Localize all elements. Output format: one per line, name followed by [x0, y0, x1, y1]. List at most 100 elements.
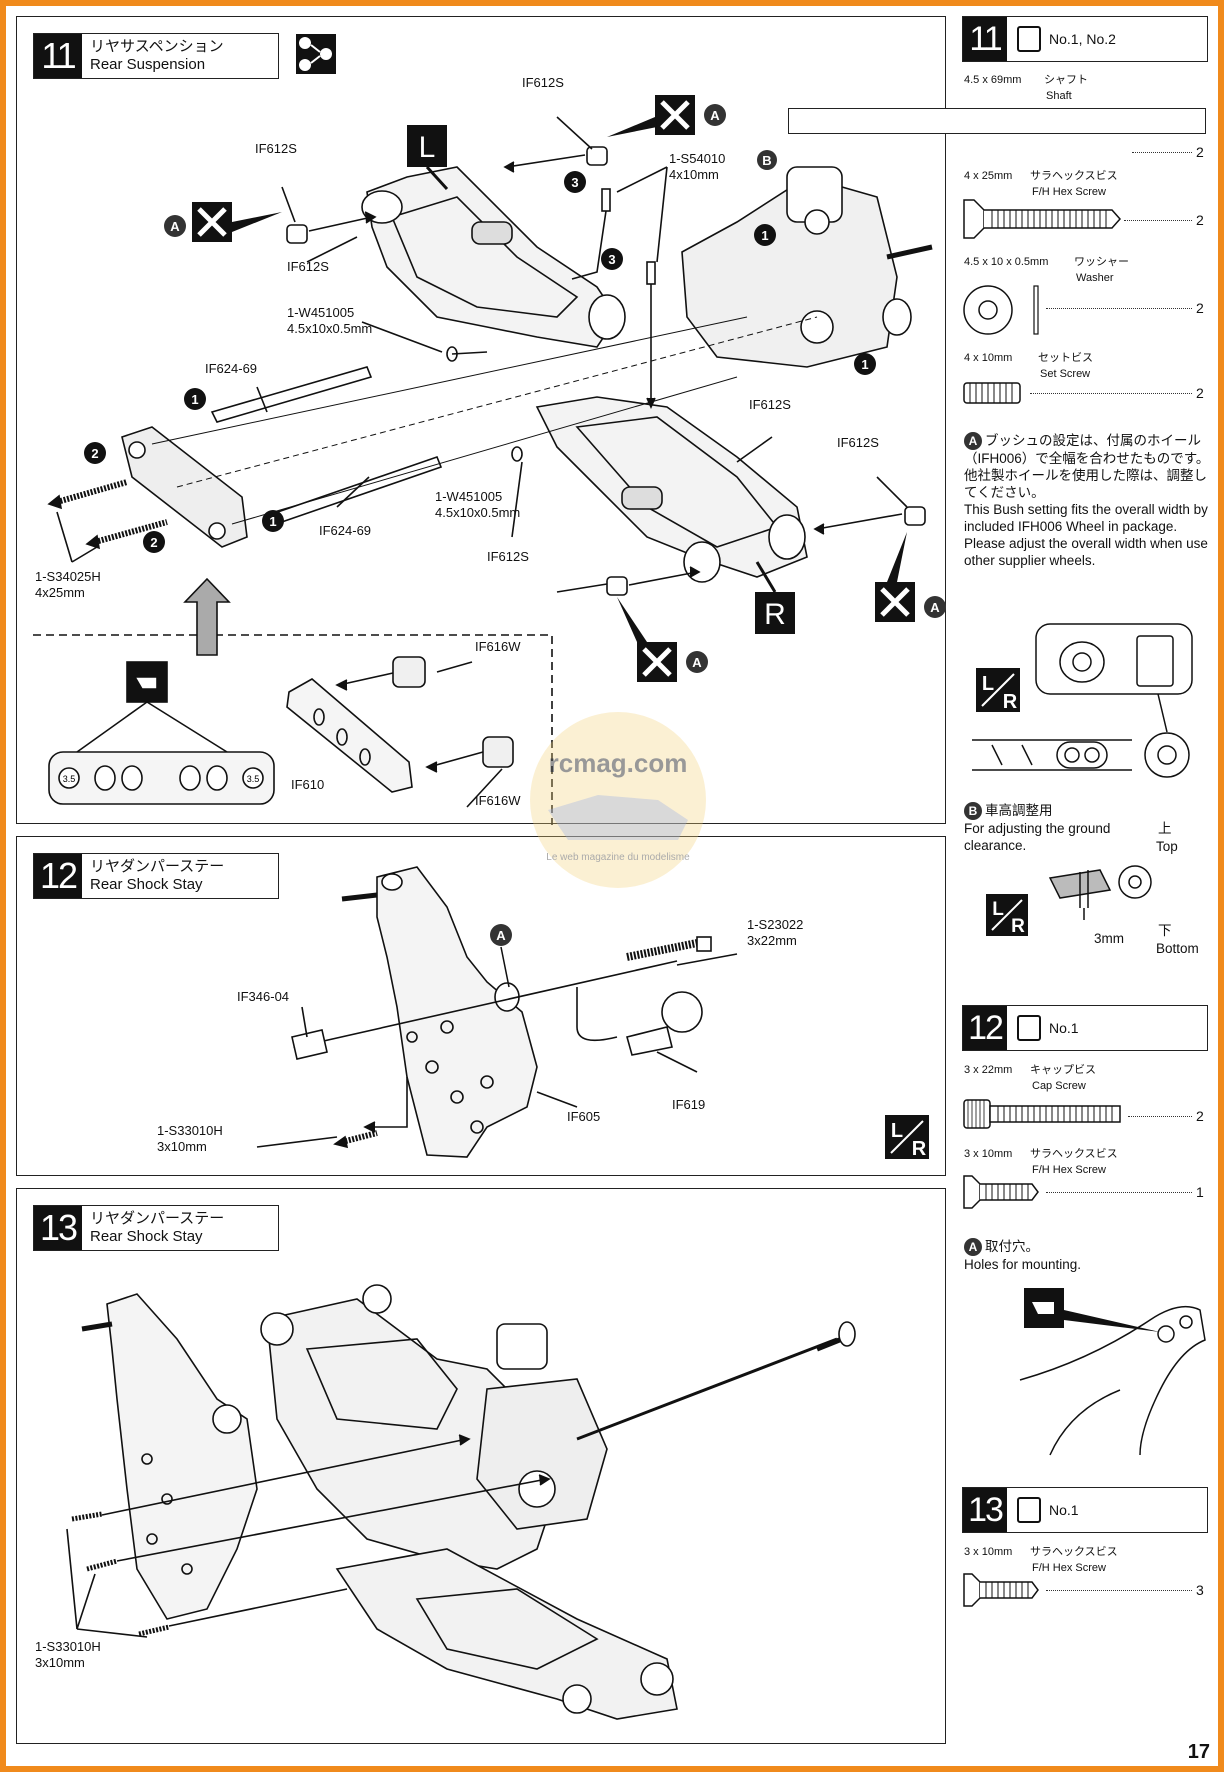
part-name-jp: シャフト [1044, 74, 1088, 86]
hex-screw-part-icon [963, 1573, 1039, 1607]
part-size: 4 x 10mm [964, 352, 1013, 364]
part-qty: 2 [1196, 300, 1204, 316]
svg-text:L: L [982, 673, 994, 695]
step-title-jp: リヤダンパーステー [90, 858, 225, 875]
part-qty: 3 [1196, 1582, 1204, 1598]
label-s33010h: 1-S33010H [35, 1639, 101, 1654]
step-number: 11 [34, 34, 82, 78]
bullet-2: 2 [150, 535, 157, 550]
cap-screw-part-icon [963, 1099, 1121, 1129]
part-name-en: Washer [1076, 272, 1114, 284]
expand-icon [875, 532, 915, 622]
svg-text:L: L [891, 1120, 903, 1142]
bag-icon [1017, 26, 1041, 52]
sequence-icon [296, 34, 336, 74]
label-w451005: 1-W451005 [287, 305, 355, 320]
qty-leader [1046, 1192, 1192, 1193]
note-a-en: Holes for mounting. [964, 1257, 1082, 1273]
step-number: 12 [34, 854, 82, 898]
svg-text:R: R [912, 1138, 927, 1160]
label-w451005-size: 4.5x10x0.5mm [287, 321, 373, 336]
qty-leader [1124, 220, 1192, 221]
qty-leader [1128, 1116, 1192, 1117]
bag-label: No.1 [1049, 1020, 1079, 1036]
label-if612s: IF612S [837, 435, 879, 450]
qty-leader [1046, 308, 1192, 309]
label-if619: IF619 [672, 1097, 706, 1112]
label-w451005: 1-W451005 [435, 489, 503, 504]
badge-a: A [496, 928, 506, 943]
label-s54010: 1-S54010 [669, 151, 726, 166]
label-s23022-size: 3x22mm [747, 933, 797, 948]
sidebar-step-11-header: 11 No.1, No.2 [962, 16, 1208, 62]
bullet-1: 1 [269, 514, 276, 529]
part-qty: 1 [1196, 1184, 1204, 1200]
label-s23022: 1-S23022 [747, 917, 804, 932]
part-size: 3 x 22mm [964, 1064, 1013, 1076]
qty-leader [1030, 393, 1192, 394]
part-name-jp: セットビス [1038, 352, 1093, 364]
part-qty: 2 [1196, 1108, 1204, 1124]
bullet-2: 2 [91, 446, 98, 461]
lr-icon: L R [976, 668, 1020, 713]
ride-height-illustration: L R [986, 865, 1152, 937]
sidebar-step-12-header: 12 No.1 [962, 1005, 1208, 1051]
label-if612s: IF612S [255, 141, 297, 156]
watermark-tagline: Le web magazine du modelisme [546, 852, 690, 863]
expand-icon [192, 202, 282, 242]
part-name-jp: サラヘックスビス [1030, 170, 1118, 182]
part-size: 3 x 10mm [964, 1546, 1013, 1558]
expand-icon [607, 95, 695, 137]
sidebar-step-number: 12 [963, 1006, 1007, 1050]
block-mark: 3.5 [247, 774, 260, 784]
top-label-en: Top [1156, 839, 1178, 854]
part-name-jp: サラヘックスビス [1030, 1546, 1118, 1558]
expand-icon [617, 597, 677, 682]
hex-screw-part-icon [963, 199, 1122, 239]
badge-b: B [762, 153, 771, 168]
label-w451005-size: 4.5x10x0.5mm [435, 505, 521, 520]
step-11-header: 11 リヤサスペンション Rear Suspension [33, 33, 279, 79]
note-a-en: This Bush setting fits the overall width… [964, 502, 1208, 569]
shaft-part-icon [788, 108, 1206, 134]
bottom-label-jp: 下 [1158, 923, 1172, 938]
badge-a: A [964, 432, 982, 451]
dimension-label: 3mm [1094, 931, 1124, 946]
part-size: 3 x 10mm [964, 1148, 1013, 1160]
label-if610: IF610 [291, 777, 325, 792]
part-name-jp: サラヘックスビス [1030, 1148, 1118, 1160]
rear-assembly-illustration [66, 1284, 856, 1720]
label-if624: IF624-69 [319, 523, 372, 538]
label-s33010h-size: 3x10mm [35, 1655, 85, 1670]
step-12-panel: 12 リヤダンパーステー Rear Shock Stay [16, 836, 946, 1176]
label-if346: IF346-04 [237, 989, 290, 1004]
note-a-jp: 取付穴。 [985, 1239, 1039, 1254]
label-if624: IF624-69 [205, 361, 258, 376]
qty-leader [1132, 152, 1192, 153]
rear-suspension-illustration: L R A A A A B [33, 95, 946, 825]
step-11-panel: 11 リヤサスペンション Rear Suspension [16, 16, 946, 825]
part-qty: 2 [1196, 212, 1204, 228]
bullet-3: 3 [608, 252, 615, 267]
site-watermark: rcmag.com Le web magazine du modelisme [530, 712, 706, 888]
badge-b: B [964, 802, 982, 821]
hex-screw-part-icon [963, 1175, 1039, 1209]
note-b-jp: 車高調整用 [985, 803, 1053, 818]
lr-icon: L R [885, 1115, 929, 1160]
label-s33010h: 1-S33010H [157, 1123, 223, 1138]
bullet-1: 1 [861, 357, 868, 372]
part-name-en: F/H Hex Screw [1032, 1164, 1106, 1176]
step-13-panel: 13 リヤダンパーステー Rear Shock Stay [16, 1188, 946, 1744]
rear-shock-stay-illustration: A L R [256, 866, 929, 1160]
label-s34025h: 1-S34025H [35, 569, 101, 584]
badge-a: A [964, 1238, 982, 1257]
r-marker: R [764, 598, 786, 631]
step-title-en: Rear Shock Stay [90, 1228, 203, 1245]
label-if612s: IF612S [749, 397, 791, 412]
part-qty: 2 [1196, 144, 1204, 160]
step-title-en: Rear Shock Stay [90, 876, 203, 893]
badge-a: A [710, 108, 720, 123]
